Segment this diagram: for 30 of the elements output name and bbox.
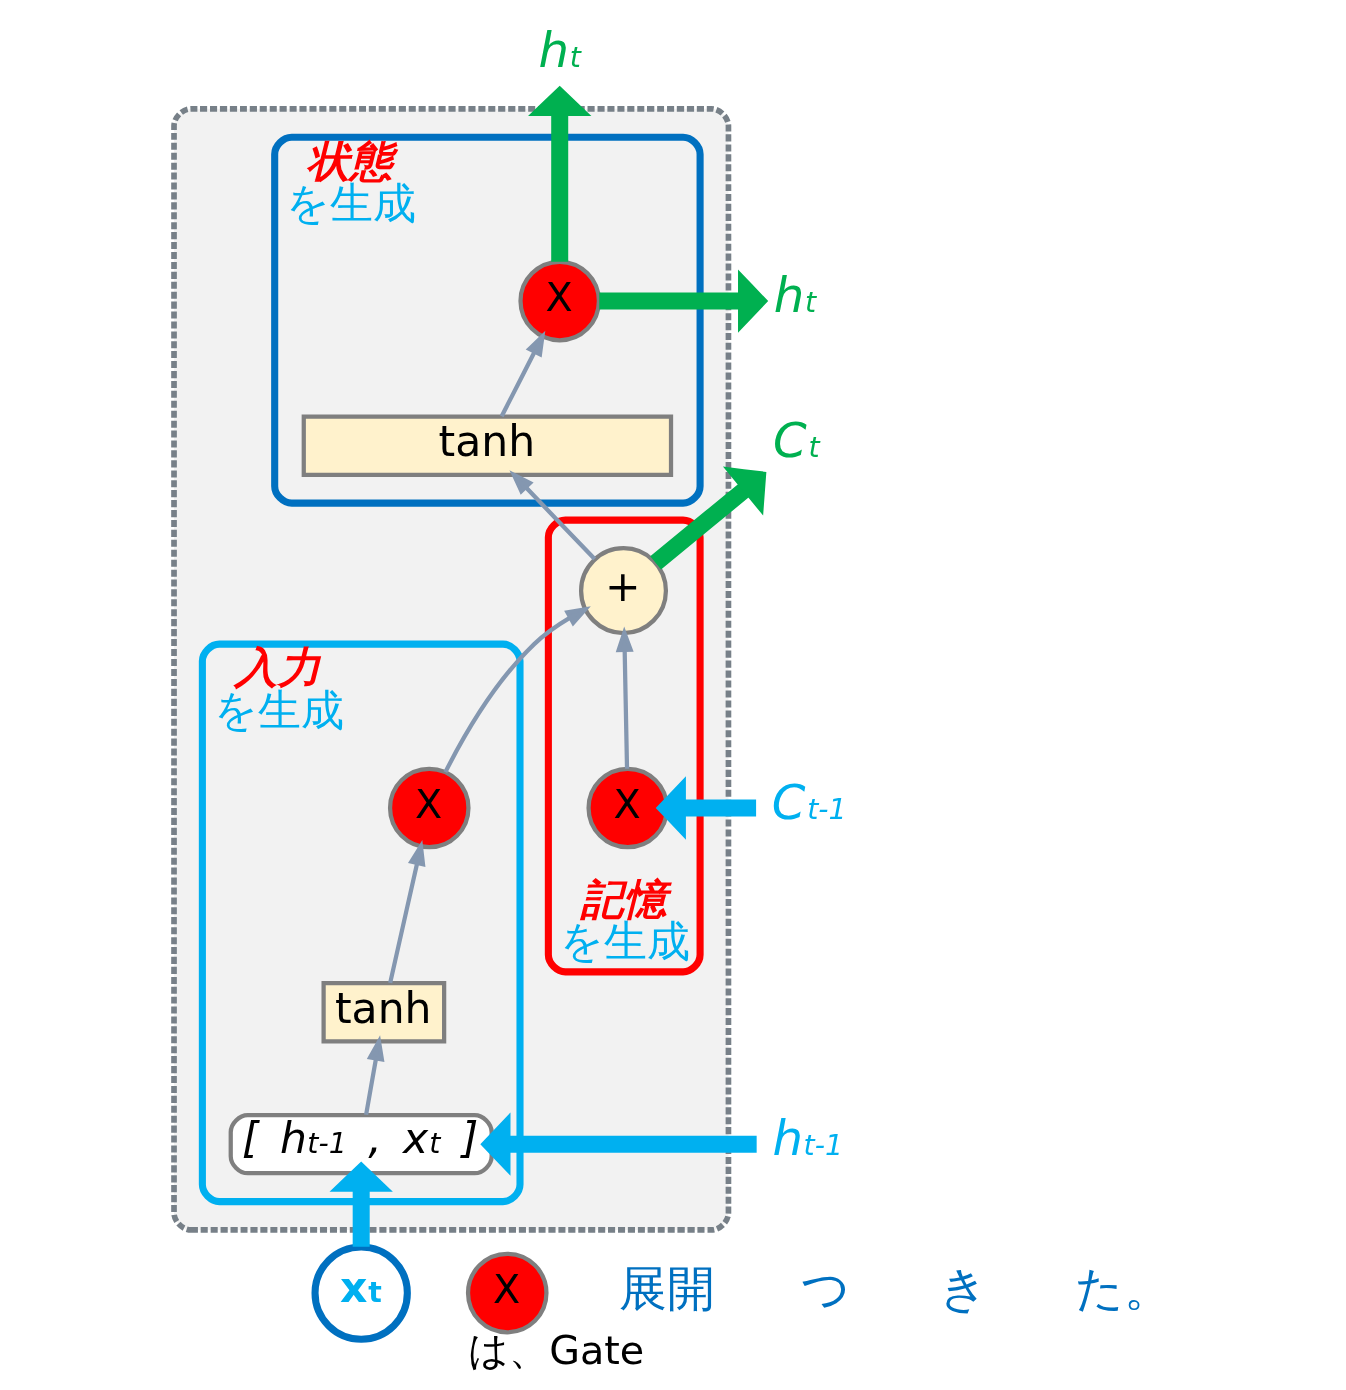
node-box: [ ht-1 , xt ] bbox=[228, 1112, 494, 1176]
arrow bbox=[598, 269, 768, 333]
node-text: ht bbox=[537, 21, 581, 78]
arrow bbox=[649, 466, 766, 570]
arrow bbox=[508, 470, 596, 561]
arrow bbox=[329, 1161, 393, 1247]
arrow bbox=[615, 626, 634, 769]
node-circle: + bbox=[578, 546, 668, 636]
label: つ bbox=[800, 1260, 850, 1317]
label: き bbox=[938, 1260, 988, 1317]
arrow bbox=[655, 776, 756, 840]
node-text: Ct-1 bbox=[771, 773, 847, 830]
node-text: ht-1 bbox=[771, 1110, 843, 1167]
node-box: tanh bbox=[321, 981, 446, 1044]
label: 展開 bbox=[618, 1260, 715, 1317]
arrow bbox=[443, 606, 591, 774]
arrow bbox=[387, 840, 425, 984]
label: た。 bbox=[1074, 1260, 1172, 1317]
arrow bbox=[479, 1112, 757, 1176]
node-text: Ct bbox=[772, 411, 820, 468]
arrow bbox=[499, 330, 545, 418]
node-box: tanh bbox=[301, 414, 673, 477]
node-circle: X bbox=[387, 766, 471, 850]
node-circle: X bbox=[465, 1251, 549, 1335]
node-circle: X bbox=[517, 259, 601, 343]
node-circle: X bbox=[585, 766, 669, 850]
node-text: ht bbox=[773, 267, 816, 324]
arrow bbox=[527, 85, 591, 262]
node-circle: xt bbox=[311, 1243, 411, 1343]
arrow bbox=[363, 1035, 384, 1116]
